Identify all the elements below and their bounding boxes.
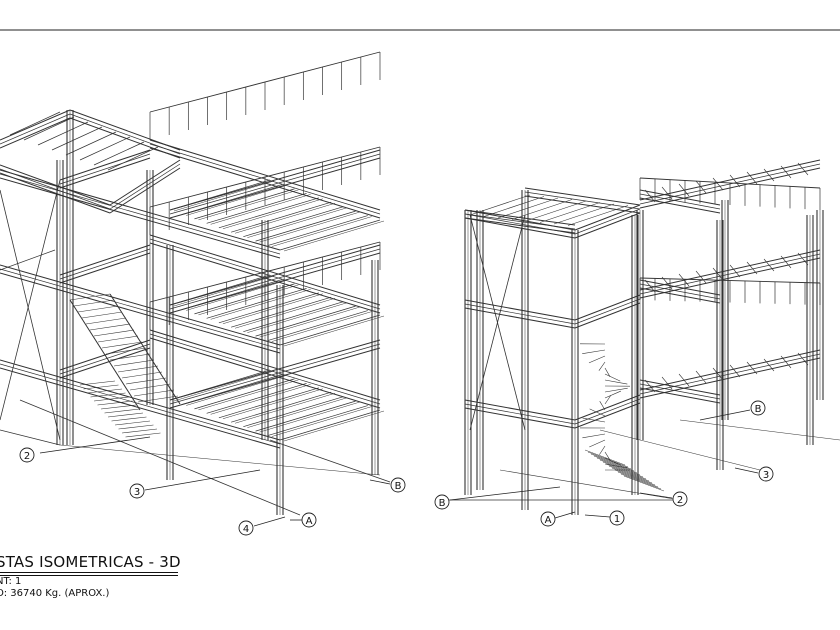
grid-label-B-right: B <box>755 404 762 415</box>
grid-label-A-right: A <box>545 515 552 526</box>
grid-label-2: 2 <box>24 451 30 462</box>
grid-bubble-3-right <box>758 466 774 482</box>
grid-bubble-A <box>301 512 317 528</box>
right-isometric-structure <box>440 159 840 515</box>
title-underline <box>0 572 178 573</box>
title-underline-secondary <box>0 575 178 576</box>
grid-bubble-2 <box>19 447 35 463</box>
left-isometric-structure <box>0 51 391 516</box>
grid-bubble-B-left <box>434 494 450 510</box>
right-grid-bubbles: B A 1 2 3 B <box>434 400 774 527</box>
grid-bubble-B-right <box>750 400 766 416</box>
grid-label-B: B <box>395 481 402 492</box>
grid-label-B-left: B <box>439 498 446 509</box>
grid-label-2-right: 2 <box>677 495 683 506</box>
count-line: NT: 1 <box>0 576 22 587</box>
grid-label-1: 1 <box>614 514 620 525</box>
title-block: STAS ISOMETRICAS - 3D NT: 1 O: 36740 Kg.… <box>0 553 296 599</box>
grid-bubble-A-right <box>540 511 556 527</box>
grid-bubble-2-right <box>672 491 688 507</box>
weight-line: O: 36740 Kg. (APROX.) <box>0 588 110 599</box>
grid-bubble-B <box>390 477 406 493</box>
drawing-title: STAS ISOMETRICAS - 3D <box>0 553 181 571</box>
grid-label-3: 3 <box>134 487 140 498</box>
grid-label-A: A <box>306 516 313 527</box>
grid-bubble-4 <box>238 520 254 536</box>
grid-label-3-right: 3 <box>763 470 769 481</box>
grid-bubble-1 <box>609 510 625 526</box>
left-grid-bubbles: 2 3 4 A B <box>19 436 406 536</box>
grid-label-4: 4 <box>243 524 249 535</box>
grid-bubble-3 <box>129 483 145 499</box>
